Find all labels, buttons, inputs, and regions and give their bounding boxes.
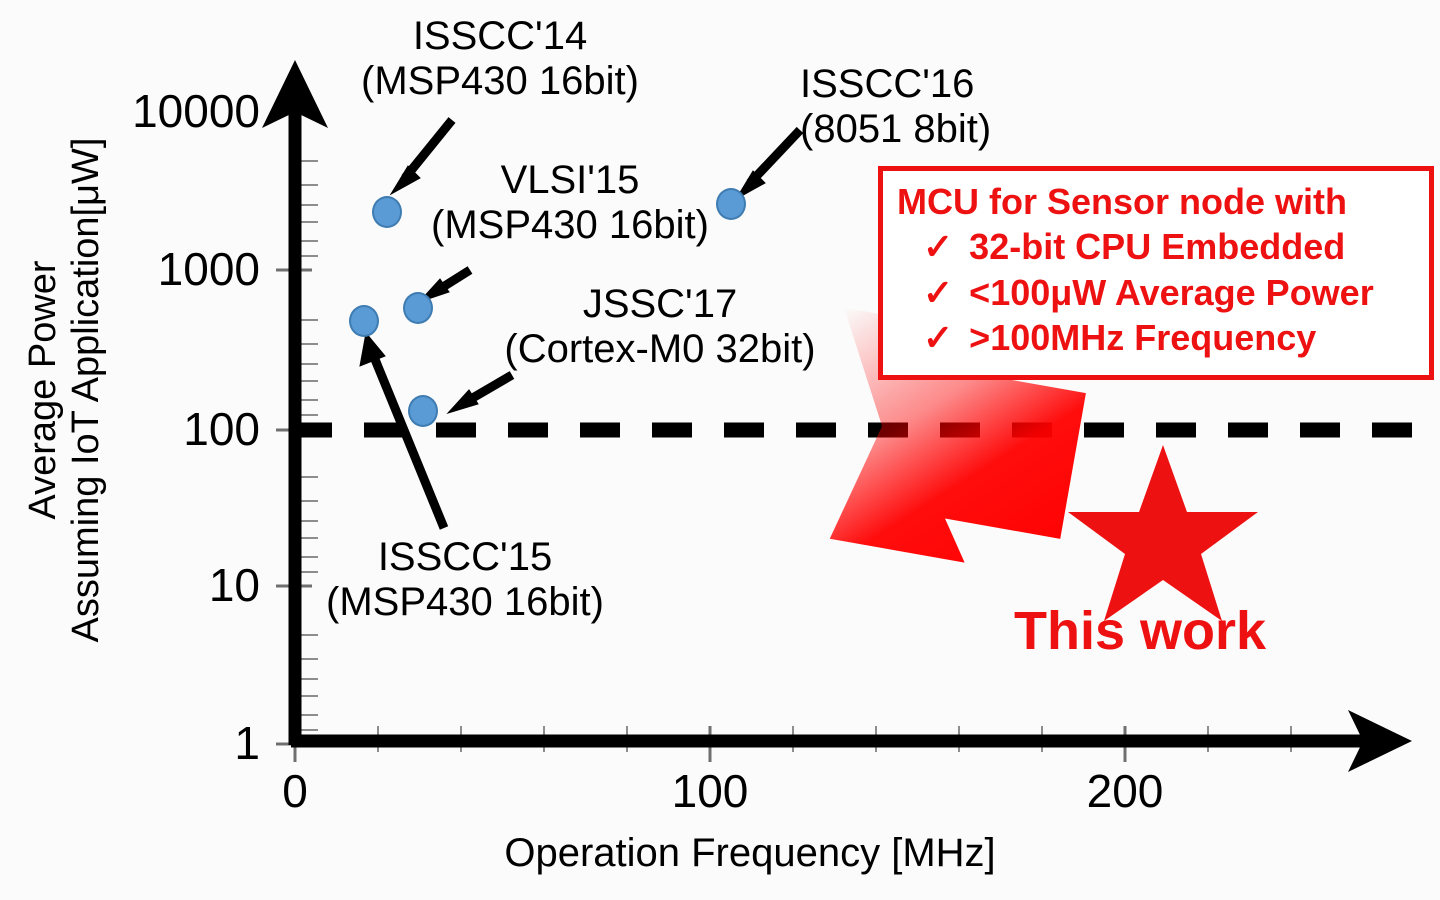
annotation-isscc14-line1: ISSCC'14: [412, 14, 588, 58]
callout-bullet-2-text: <100μW Average Power: [969, 271, 1374, 313]
data-point-jssc17[interactable]: [408, 395, 438, 427]
annotation-isscc14-line2: (MSP430 16bit): [361, 58, 639, 103]
annotation-jssc17: JSSC'17 (Cortex-M0 32bit): [490, 282, 830, 372]
y-tick-10000: 10000: [132, 85, 260, 137]
y-tick-1000: 1000: [157, 243, 260, 295]
annotation-isscc14: ISSCC'14 (MSP430 16bit): [350, 14, 650, 104]
callout-bullet-3-text: >100MHz Frequency: [969, 317, 1317, 359]
callout-header: MCU for Sensor node with: [897, 181, 1347, 222]
annotation-isscc16: ISSCC'16 (8051 8bit): [800, 62, 1100, 152]
data-point-vlsi15[interactable]: [403, 292, 433, 324]
callout-box: MCU for Sensor node with ✓ 32-bit CPU Emb…: [878, 166, 1434, 380]
this-work-label: This work: [1013, 601, 1267, 661]
leader-arrow-isscc14: [389, 117, 456, 196]
callout-bullet-1: ✓ 32-bit CPU Embedded: [897, 224, 1429, 269]
leader-arrow-isscc15: [359, 331, 449, 530]
annotation-vlsi15-line2: (MSP430 16bit): [431, 202, 709, 247]
annotation-vlsi15: VLSI'15 (MSP430 16bit): [420, 158, 720, 248]
y-tick-100: 100: [183, 403, 260, 455]
annotation-isscc15-line2: (MSP430 16bit): [326, 579, 604, 624]
data-point-isscc14[interactable]: [372, 196, 402, 228]
annotation-isscc16-line2: (8051 8bit): [800, 106, 992, 151]
x-axis: [291, 710, 1412, 772]
leader-arrow-jssc17: [446, 371, 515, 414]
check-icon: ✓: [923, 271, 954, 313]
y-axis-title: Average Power Assuming IoT Application[μ…: [22, 80, 107, 700]
annotation-isscc15: ISSCC'15 (MSP430 16bit): [310, 535, 620, 625]
y-axis-title-line2: Assuming IoT Application[μW]: [64, 137, 107, 643]
y-axis-title-line1: Average Power: [22, 260, 64, 520]
data-point-isscc16[interactable]: [716, 188, 746, 220]
annotation-isscc15-line1: ISSCC'15: [377, 535, 553, 579]
annotation-isscc16-line1: ISSCC'16: [800, 62, 975, 106]
callout-bullet-3: ✓ >100MHz Frequency: [897, 315, 1429, 360]
x-tick-100: 100: [671, 765, 749, 817]
data-point-isscc15[interactable]: [349, 305, 379, 337]
annotation-vlsi15-line1: VLSI'15: [500, 158, 640, 202]
y-tick-10: 10: [208, 559, 260, 611]
callout-bullet-2: ✓ <100μW Average Power: [897, 270, 1429, 315]
check-icon: ✓: [923, 226, 954, 268]
y-tick-1: 1: [234, 717, 260, 769]
callout-bullet-1-text: 32-bit CPU Embedded: [969, 226, 1346, 268]
x-tick-0: 0: [282, 765, 308, 817]
check-icon: ✓: [923, 317, 954, 359]
annotation-jssc17-line1: JSSC'17: [582, 282, 738, 326]
x-tick-200: 200: [1086, 765, 1164, 817]
this-work-star-icon: [1068, 445, 1258, 621]
x-axis-title: Operation Frequency [MHz]: [504, 831, 996, 875]
y-axis: [262, 60, 328, 745]
leader-arrow-isscc16: [734, 126, 804, 201]
leader-arrows: [359, 117, 804, 530]
annotation-jssc17-line2: (Cortex-M0 32bit): [504, 326, 816, 371]
